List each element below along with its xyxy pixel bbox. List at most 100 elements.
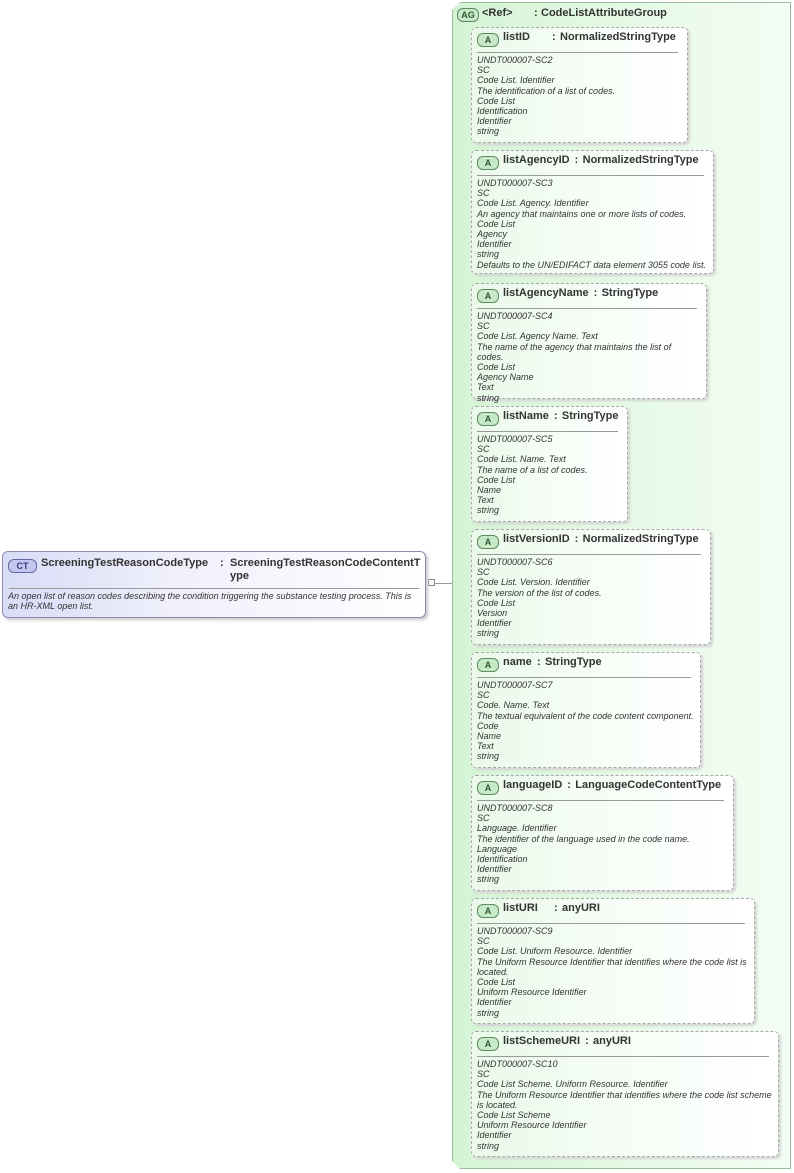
annotation-line: The textual equivalent of the code conte… (477, 710, 694, 721)
attribute-name: listSchemeURI (503, 1035, 581, 1047)
annotation-line: UNDT000007-SC6 (477, 557, 553, 567)
annotation-line: UNDT000007-SC7 (477, 680, 553, 690)
attribute-badge: A (477, 412, 499, 426)
attribute-type: anyURI (562, 902, 600, 914)
annotation-line: Agency Name (477, 372, 534, 383)
attribute-separator (477, 1056, 769, 1057)
annotation-line: Code List Scheme (477, 1110, 551, 1121)
annotation-line: SC (477, 188, 490, 199)
annotation-line: Version (477, 608, 508, 619)
attribute-type: StringType (561, 410, 619, 422)
annotation-line: Uniform Resource Identifier (477, 1120, 587, 1131)
annotation-line: Code List. Version. Identifier (477, 577, 590, 588)
annotation-line: Text (477, 495, 494, 506)
annotation-line: Text (477, 382, 494, 393)
annotation-line: The Uniform Resource Identifier that ide… (477, 1089, 772, 1110)
attribute-group-badge: AG (457, 8, 479, 22)
annotation-line: SC (477, 567, 490, 578)
annotation-line: SC (477, 444, 490, 455)
attribute-name: listVersionID (503, 533, 570, 545)
attribute-badge: A (477, 289, 499, 303)
complex-type-separator (9, 588, 419, 589)
annotation-line: SC (477, 1069, 490, 1080)
annotation-line: UNDT000007-SC9 (477, 926, 553, 936)
attribute-colon: : (593, 287, 598, 299)
attribute-colon: : (553, 410, 558, 422)
annotation-line: UNDT000007-SC5 (477, 434, 553, 444)
attribute-colon: : (567, 779, 571, 791)
annotation-line: string (477, 874, 500, 885)
annotation-line: Code List (477, 977, 516, 988)
attribute-badge: A (477, 1037, 499, 1051)
complex-type-colon: : (220, 557, 224, 569)
annotation-line: string (477, 249, 500, 260)
annotation-line: SC (477, 813, 490, 824)
annotation-line: Code List (477, 597, 516, 608)
complex-type-name: ScreeningTestReasonCodeType (41, 557, 209, 569)
attribute-name: listURI (503, 902, 538, 914)
annotation-line: Code List (477, 218, 516, 229)
annotation-line: An agency that maintains one or more lis… (477, 208, 687, 219)
annotation-line: The identifier of the language used in t… (477, 833, 690, 844)
annotation-line: The name of a list of codes. (477, 464, 588, 475)
annotation-line: Identification (477, 854, 528, 865)
attribute-type: StringType (545, 656, 602, 668)
annotation-line: string (477, 628, 500, 639)
attribute-badge: A (477, 658, 499, 672)
complex-type-description: An open list of reason codes describing … (8, 591, 412, 611)
complex-type-box[interactable]: CT ScreeningTestReasonCodeType : Screeni… (2, 551, 426, 618)
annotation-line: Code List. Name. Text (477, 454, 566, 465)
annotation-line: UNDT000007-SC3 (477, 178, 553, 188)
attribute-separator (477, 431, 618, 432)
attribute-type: LanguageCodeContentType (575, 779, 722, 791)
collapse-connector[interactable] (428, 579, 435, 586)
annotation-line: Identifier (477, 116, 512, 127)
complex-type-base-type: ScreeningTestReasonCodeContentType (230, 557, 421, 582)
annotation-line: SC (477, 936, 490, 947)
annotation-line: Code List (477, 362, 516, 373)
annotation-line: string (477, 1140, 500, 1151)
annotation-line: Code List. Agency Name. Text (477, 331, 598, 342)
annotation-line: Code List (477, 474, 516, 485)
annotation-line: string (477, 505, 500, 516)
annotation-line: Code List. Identifier (477, 75, 555, 86)
annotation-line: Name (477, 731, 502, 742)
annotation-line: The identification of a list of codes. (477, 85, 616, 96)
attribute-badge: A (477, 904, 499, 918)
annotation-line: string (477, 1007, 500, 1018)
attribute-separator (477, 308, 697, 309)
annotation-line: Code List Scheme. Uniform Resource. Iden… (477, 1079, 668, 1090)
annotation-line: Code List. Uniform Resource. Identifier (477, 946, 633, 957)
attribute-type: StringType (601, 287, 659, 299)
annotation-line: UNDT000007-SC4 (477, 311, 553, 321)
annotation-line: string (477, 126, 500, 137)
annotation-line: Text (477, 741, 494, 752)
attribute-separator (477, 923, 745, 924)
attribute-colon: : (574, 154, 579, 166)
annotation-line: Uniform Resource Identifier (477, 987, 587, 998)
attribute-badge: A (477, 781, 499, 795)
annotation-line: Identifier (477, 618, 512, 629)
annotation-line: The version of the list of codes. (477, 587, 602, 598)
attribute-separator (477, 677, 691, 678)
attribute-badge: A (477, 156, 499, 170)
annotation-line: UNDT000007-SC10 (477, 1059, 558, 1069)
annotation-line: Identifier (477, 864, 512, 875)
attribute-name: languageID (503, 779, 563, 791)
attribute-colon: : (574, 533, 579, 545)
